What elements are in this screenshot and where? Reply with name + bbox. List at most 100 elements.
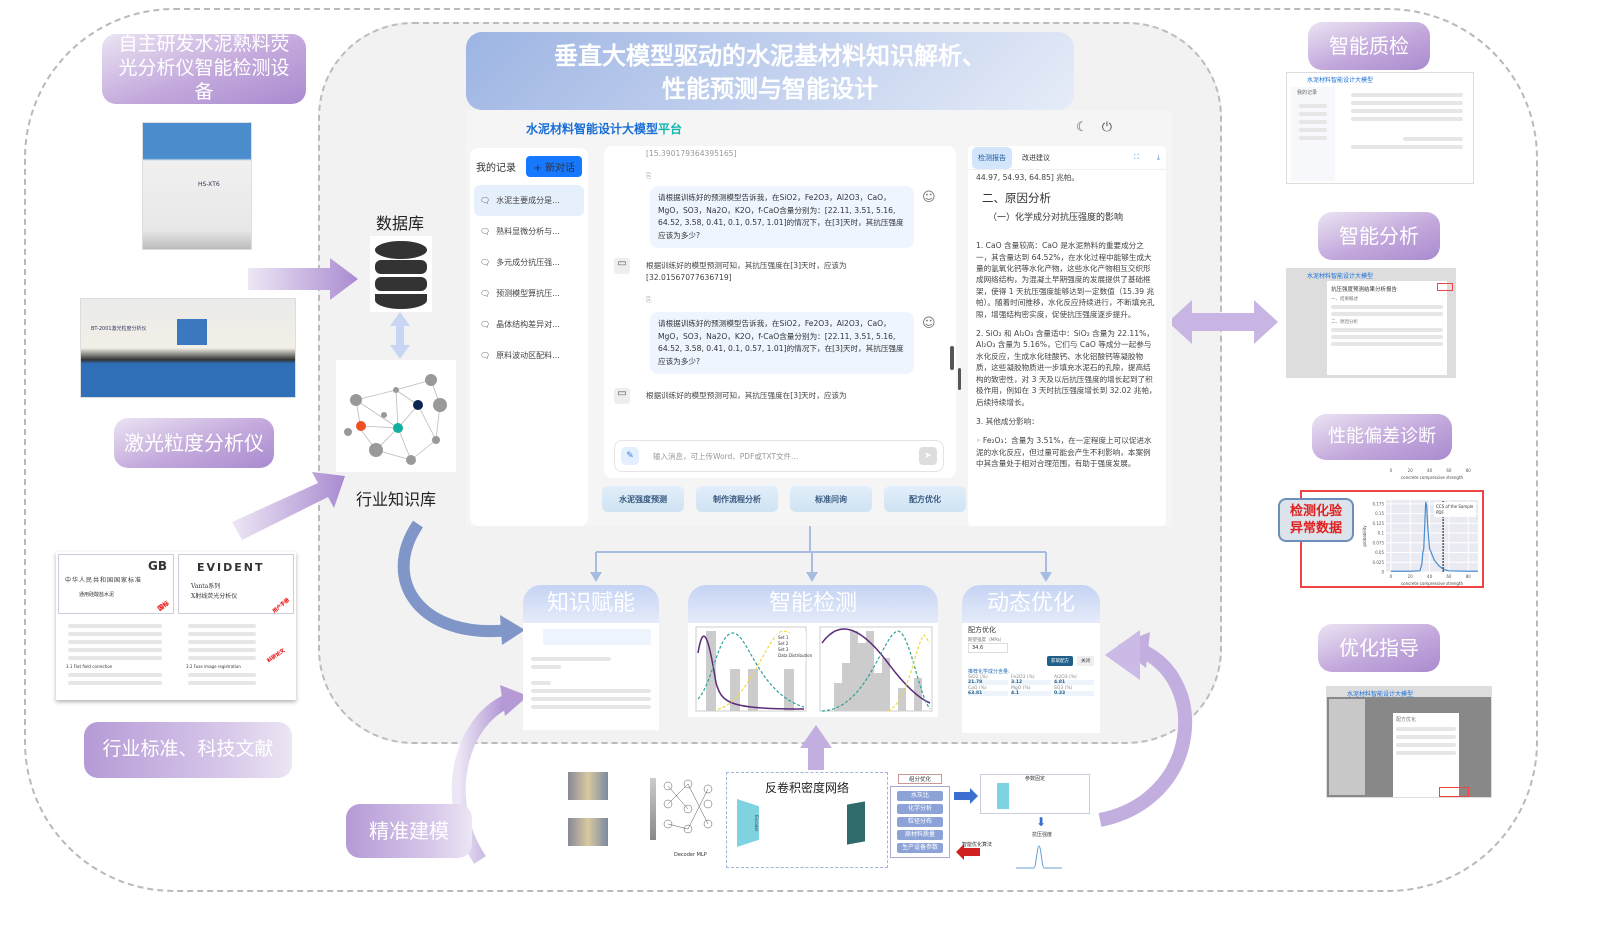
- quick-button[interactable]: 配方优化: [884, 486, 966, 512]
- arrow-kb-to-knowledge: [397, 520, 511, 638]
- opt-item: 生产设备参数: [897, 843, 943, 853]
- attach-icon[interactable]: ✎: [621, 447, 639, 465]
- device-tag: HS-XT6: [198, 181, 220, 188]
- sidebar: 我的记录+ 新对话 🗨水泥主要成分是... 🗨熟料显微分析与... 🗨多元成分抗…: [470, 148, 588, 526]
- outer-boundary: [24, 8, 1538, 892]
- tab-suggestions[interactable]: 改进建议: [1022, 153, 1050, 162]
- send-icon[interactable]: ➤: [919, 447, 937, 465]
- x-tick-label-top: 60: [1446, 468, 1452, 473]
- dynamic-opt-card: 动态优化 配方优化 期望强度（MPa） 34.6 获取配方 关闭 推荐化学成分含…: [962, 585, 1100, 733]
- legend-box: [1434, 502, 1476, 517]
- legend-entry: Set 1: [778, 635, 789, 640]
- chat-icon: 🗨: [480, 289, 491, 298]
- report-paragraph: 1. CaO 含量较高：CaO 是水泥熟料的重要成分之一，其含量达到 64.52…: [976, 241, 1155, 319]
- param-fixed-diagram: 参数固定: [980, 774, 1090, 814]
- modeling-label: 精准建模: [346, 804, 472, 858]
- copy-icon[interactable]: ⎘: [646, 172, 652, 180]
- opt-header: 组分优化: [898, 774, 942, 784]
- chat-icon: 🗨: [480, 227, 491, 236]
- x-tick-label-top: 20: [1408, 468, 1414, 473]
- title-line-1: 垂直大模型驱动的水泥基材料知识解析、: [554, 42, 986, 70]
- y-tick-label: 0.15: [1375, 511, 1384, 516]
- quality-label: 智能质检: [1308, 22, 1430, 70]
- fluorescence-label: 自主研发水泥熟料荧光分析仪智能检测设备: [102, 33, 306, 104]
- opt-item: 水灰比: [897, 791, 943, 801]
- arrow-device-to-db: [248, 258, 358, 300]
- quick-button[interactable]: 制作流程分析: [696, 486, 778, 512]
- legend-entry: CCS of the Sample: [1436, 504, 1474, 509]
- field-value: 63.81: [968, 691, 1008, 696]
- record-item[interactable]: 🗨原料波动区配料...: [480, 351, 560, 360]
- chat-icon: 🗨: [480, 351, 491, 360]
- y-tick-label: 0: [1381, 570, 1384, 575]
- gb-subtitle: 通用硅酸盐水泥: [79, 592, 115, 598]
- record-item[interactable]: 🗨晶体结构差异对...: [480, 320, 560, 329]
- evident-title: Vanta系列: [191, 583, 221, 590]
- evident-stamp: 用户手册: [271, 597, 291, 615]
- series-pdf: [1390, 501, 1478, 572]
- report-heading: 二、原因分析: [982, 191, 1051, 206]
- laser-analyzer-photo: BT-2001激光粒度分析仪: [80, 298, 296, 398]
- deviation-chart: 00202040406060808000.0250.050.0750.10.12…: [1362, 468, 1478, 586]
- target-label: 期望强度（MPa）: [968, 638, 1005, 643]
- report-paragraph: 2. SiO₂ 和 Al₂O₃ 含量适中：SiO₂ 含量为 22.11%，Al₂…: [976, 329, 1157, 407]
- laser-label: 激光粒度分析仪: [114, 418, 274, 468]
- close-button[interactable]: 关闭: [1077, 656, 1094, 666]
- message-input[interactable]: ✎ 输入消息，可上传Word、PDF或TXT文件... ➤: [614, 440, 944, 472]
- opt-item: 粒径分布: [897, 817, 943, 827]
- chart-left: Set 1 Set 2 Set 3 Data Distribution: [695, 626, 813, 712]
- x-tick-label-top: 40: [1427, 468, 1433, 473]
- database-label: 数据库: [376, 214, 425, 233]
- quick-buttons: 水泥强度预测 制作流程分析 标准问询 配方优化: [602, 486, 966, 512]
- copy-icon[interactable]: ⎘: [646, 296, 652, 304]
- report-paragraph: 3. 其他成分影响：: [976, 416, 1039, 426]
- chat-panel: [15.390179364395165] ⎘ 请根据训练好的预测模型告诉我，在S…: [604, 146, 956, 478]
- field-value: 21.78: [968, 680, 1008, 685]
- report-top-line: 44.97, 54.93, 64.85] 兆帕。: [976, 173, 1080, 182]
- smart-detect-card: 智能检测 Set 1 Set 2 Set 3 Data Distribution: [688, 585, 938, 717]
- quick-button[interactable]: 标准问询: [790, 486, 872, 512]
- x-axis-label-top: concrete compressive strength: [1401, 475, 1463, 480]
- legend-entry: Data Distribution: [778, 653, 813, 658]
- x-tick-label-top: 80: [1466, 468, 1472, 473]
- record-item[interactable]: 🗨预测模型算抗压...: [480, 289, 560, 298]
- quality-screenshot: 水泥材料智能设计大模型 我的记录: [1286, 72, 1474, 184]
- guidance-screenshot: 水泥材料智能设计大模型 配方优化: [1326, 686, 1492, 798]
- literature-label: 行业标准、科技文献: [84, 722, 292, 778]
- title-line-2: 性能预测与智能设计: [662, 75, 878, 103]
- rec-title: 推荐化学成分含量:: [968, 669, 1010, 675]
- gb-logo: GB: [148, 559, 167, 573]
- report-scrollbar[interactable]: [958, 368, 961, 390]
- x-axis-label: concrete compressive strength: [1401, 581, 1463, 586]
- model-flow-arrows: [954, 788, 980, 860]
- record-item[interactable]: 🗨多元成分抗压强...: [480, 258, 560, 267]
- get-recipe-button[interactable]: 获取配方: [1047, 656, 1073, 666]
- decoder-label: Decoder MLP: [674, 852, 707, 858]
- x-tick-label: 60: [1446, 574, 1452, 579]
- record-item[interactable]: 🗨熟料显微分析与...: [480, 227, 560, 236]
- record-item[interactable]: 🗨水泥主要成分是...: [474, 185, 584, 216]
- target-input[interactable]: 34.6: [968, 643, 1008, 653]
- algo-label: 智能优化算法: [962, 842, 993, 848]
- quick-button[interactable]: 水泥强度预测: [602, 486, 684, 512]
- bot-answer: 根据训练好的模型预测可知，其抗压强度在[3]天时，应该为[32.01567077…: [646, 261, 847, 282]
- power-icon[interactable]: ⏻: [1101, 120, 1112, 135]
- field-value: 3.12: [1011, 680, 1051, 685]
- user-question: 请根据训练好的预测模型告诉我，在SiO2，Fe2O3，Al2O3，CaO，MgO…: [650, 186, 914, 248]
- fullscreen-icon[interactable]: ⛶: [1133, 153, 1139, 161]
- bot-answer: 根据训练好的模型预测可知，其抗压强度在[3]天时，应该为: [646, 391, 847, 400]
- arrow-report-to-right: [1168, 300, 1278, 344]
- input-placeholder: 输入消息，可上传Word、PDF或TXT文件...: [653, 451, 799, 461]
- chat-scrollbar[interactable]: [950, 346, 954, 370]
- chart-right: [819, 626, 933, 712]
- moon-icon[interactable]: ☾: [1076, 120, 1088, 135]
- analysis-heading: 一、结果概述: [1331, 297, 1358, 302]
- new-chat-button[interactable]: + 新对话: [526, 156, 582, 177]
- chat-icon: 🗨: [480, 196, 491, 205]
- tab-report[interactable]: 检测报告: [972, 146, 1012, 169]
- opt-item: 化学分析: [897, 804, 943, 814]
- download-icon[interactable]: ⤓: [1156, 153, 1160, 161]
- report-panel: 检测报告 改进建议 ⛶ ⤓ 44.97, 54.93, 64.85] 兆帕。 二、原…: [968, 146, 1166, 526]
- chat-icon: 🗨: [480, 320, 491, 329]
- knowledge-graph-icon: [336, 360, 456, 472]
